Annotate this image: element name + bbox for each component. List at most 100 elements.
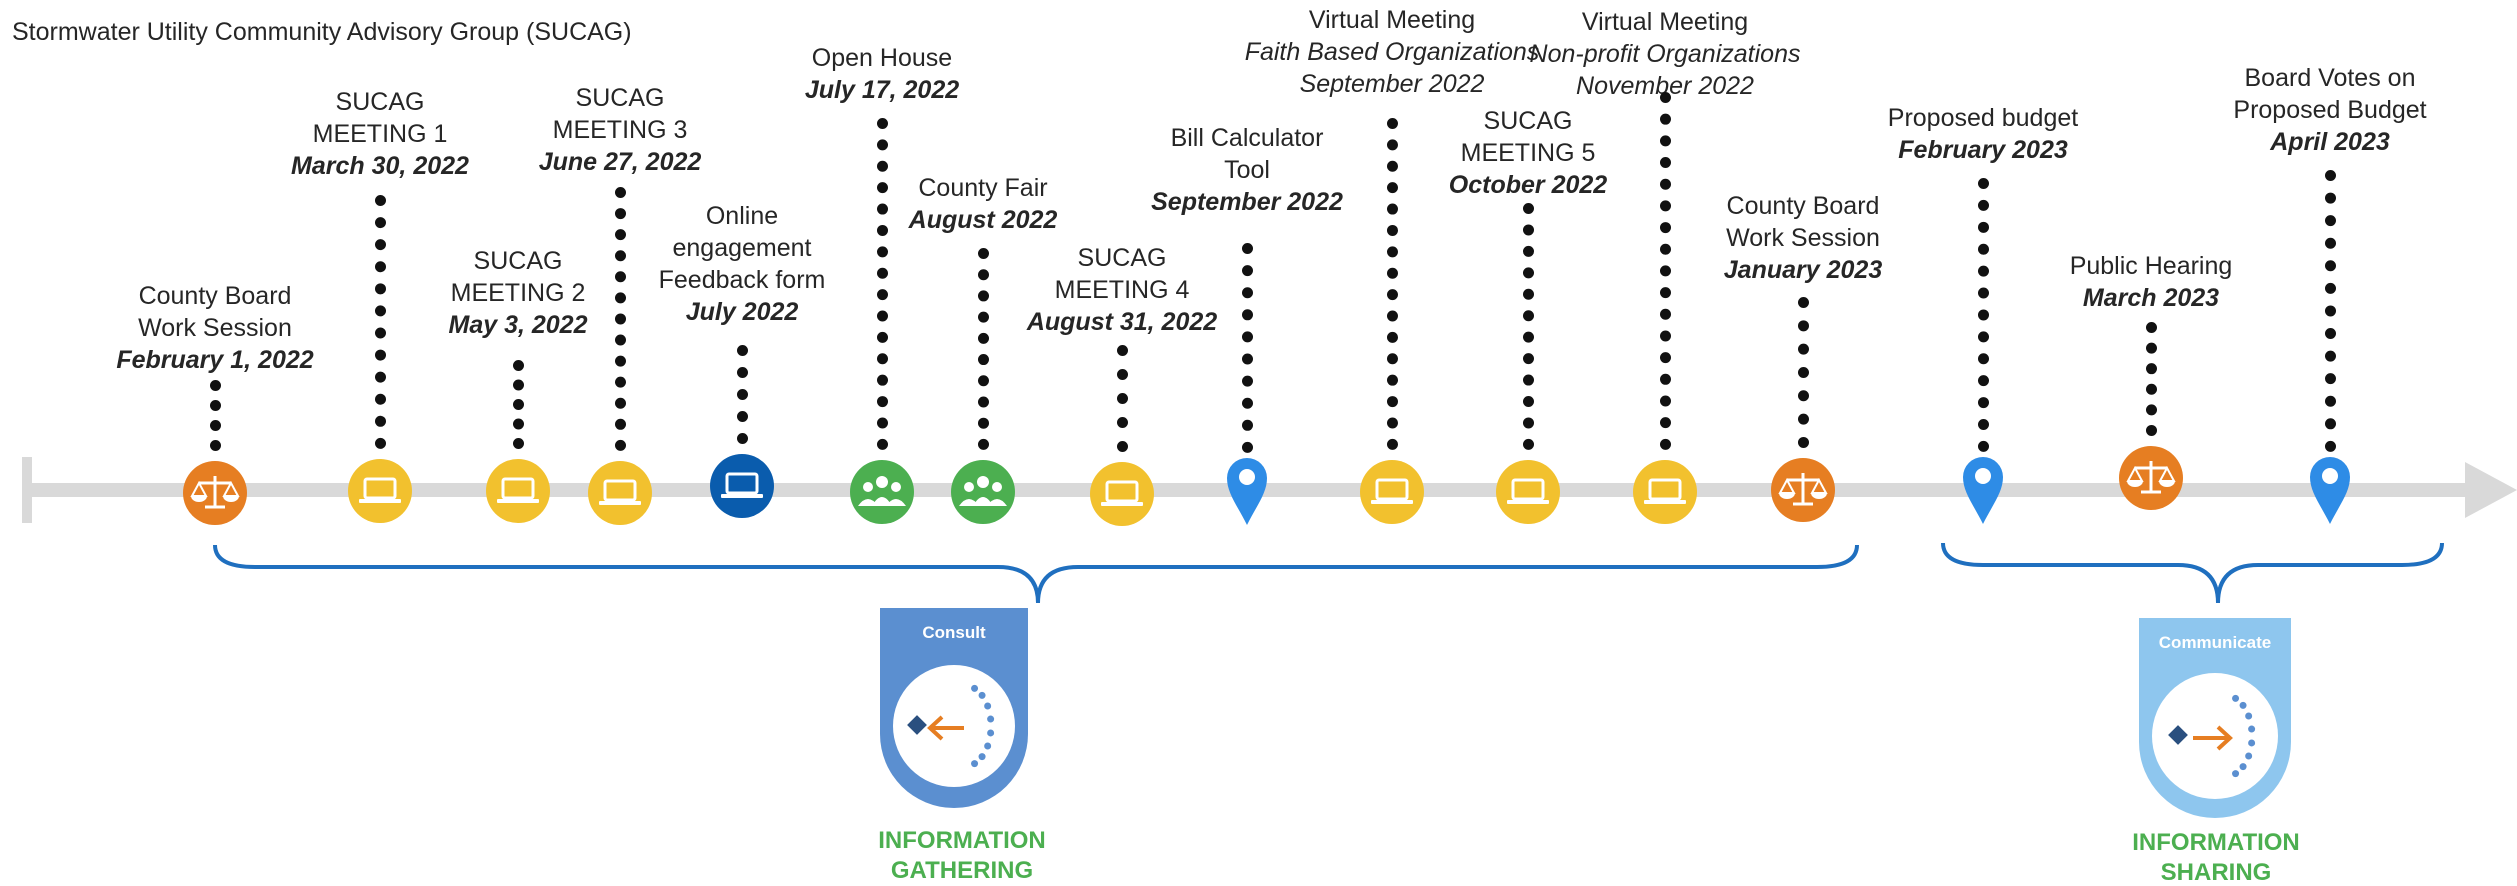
phase-label-line: GATHERING xyxy=(890,857,1034,884)
event-connector xyxy=(1660,92,1671,450)
laptop-icon xyxy=(1633,460,1697,524)
event-text: Virtual Meeting xyxy=(1581,8,1749,36)
communicate-phase-brace xyxy=(1941,542,2444,604)
event-text: County Board xyxy=(138,282,292,310)
laptop-icon xyxy=(1496,460,1560,524)
event-connector xyxy=(737,345,748,444)
event-text: SUCAG xyxy=(1483,107,1573,135)
event-text: engagement xyxy=(672,234,812,262)
map-pin-icon xyxy=(1963,457,2003,524)
event-date: September 2022 xyxy=(1151,188,1343,216)
laptop-icon xyxy=(1090,462,1154,526)
scales-icon xyxy=(1771,458,1835,522)
event-label: SUCAG MEETING 2 May 3, 2022 xyxy=(449,245,588,341)
event-text: Board Votes on xyxy=(2244,64,2416,92)
phase-label: INFORMATION SHARING xyxy=(2132,828,2300,886)
phase-label-line: SHARING xyxy=(2160,859,2272,886)
event-text: Tool xyxy=(1224,156,1270,184)
event-connector xyxy=(1523,203,1534,450)
event-text: SUCAG xyxy=(473,247,563,275)
event-text: Feedback form xyxy=(658,266,826,294)
communicate-badge: Communicate xyxy=(2139,618,2291,818)
event-text: MEETING 3 xyxy=(552,116,688,144)
people-icon xyxy=(850,460,914,524)
phase-label-line: INFORMATION xyxy=(878,827,1046,854)
event-connector xyxy=(1117,345,1128,452)
event-text: Open House xyxy=(811,44,953,72)
event-date: July 2022 xyxy=(685,298,799,326)
event-label: SUCAG MEETING 4 August 31, 2022 xyxy=(1027,242,1217,338)
diagram-title: Stormwater Utility Community Advisory Gr… xyxy=(12,18,632,46)
event-connector xyxy=(2325,170,2336,452)
laptop-icon xyxy=(486,459,550,523)
event-text: SUCAG xyxy=(1077,244,1167,272)
phase-badge-label: Consult xyxy=(922,623,986,642)
event-text: MEETING 4 xyxy=(1054,276,1190,304)
event-connector xyxy=(978,248,989,450)
phase-label-line: INFORMATION xyxy=(2132,829,2300,856)
event-subtitle: Non-profit Organizations xyxy=(1529,40,1801,68)
scales-icon xyxy=(183,461,247,525)
event-text: Work Session xyxy=(138,314,292,342)
event-label: SUCAG MEETING 3 June 27, 2022 xyxy=(539,82,702,178)
timeline-start-cap xyxy=(22,457,32,523)
event-text: Public Hearing xyxy=(2069,252,2233,280)
laptop-icon xyxy=(588,461,652,525)
event-text: MEETING 1 xyxy=(312,120,448,148)
event-date: May 3, 2022 xyxy=(448,311,588,339)
people-icon xyxy=(951,460,1015,524)
scales-icon xyxy=(2119,446,2183,510)
event-text: Work Session xyxy=(1726,224,1880,252)
event-date: August 2022 xyxy=(908,206,1058,234)
event-date: October 2022 xyxy=(1448,171,1608,199)
event-subtitle: September 2022 xyxy=(1299,70,1485,98)
laptop-icon xyxy=(710,454,774,518)
event-date: April 2023 xyxy=(2270,128,2390,156)
event-date: February 1, 2022 xyxy=(116,346,314,374)
event-text: County Fair xyxy=(918,174,1048,202)
event-subtitle: Faith Based Organizations xyxy=(1244,38,1540,66)
laptop-icon xyxy=(348,459,412,523)
event-text: Bill Calculator xyxy=(1170,124,1324,152)
consult-phase-brace xyxy=(213,544,1859,604)
event-date: January 2023 xyxy=(1723,256,1883,284)
phase-badge-label: Communicate xyxy=(2159,633,2271,652)
event-connector xyxy=(210,380,221,451)
event-text: Virtual Meeting xyxy=(1308,6,1476,34)
event-label: SUCAG MEETING 5 October 2022 xyxy=(1449,105,1607,201)
event-connector xyxy=(1387,118,1398,450)
event-date: June 27, 2022 xyxy=(538,148,702,176)
event-text: County Board xyxy=(1726,192,1880,220)
event-connector xyxy=(1978,178,1989,452)
event-text: Proposed budget xyxy=(1887,104,2079,132)
event-date: March 2023 xyxy=(2082,284,2220,312)
event-text: MEETING 2 xyxy=(450,279,586,307)
event-text: MEETING 5 xyxy=(1460,139,1596,167)
phase-label: INFORMATION GATHERING xyxy=(878,826,1046,886)
laptop-icon xyxy=(1360,460,1424,524)
map-pin-icon xyxy=(1227,458,1267,525)
event-text: SUCAG xyxy=(575,84,665,112)
event-connector xyxy=(877,118,888,450)
map-pin-icon xyxy=(2310,457,2350,524)
event-connector xyxy=(513,360,524,449)
event-date: August 31, 2022 xyxy=(1026,308,1218,336)
event-connector xyxy=(2146,322,2157,436)
event-connector xyxy=(1798,297,1809,448)
event-connector xyxy=(615,187,626,451)
event-connector xyxy=(375,195,386,449)
event-text: Proposed Budget xyxy=(2233,96,2427,124)
event-date: February 2023 xyxy=(1898,136,2068,164)
